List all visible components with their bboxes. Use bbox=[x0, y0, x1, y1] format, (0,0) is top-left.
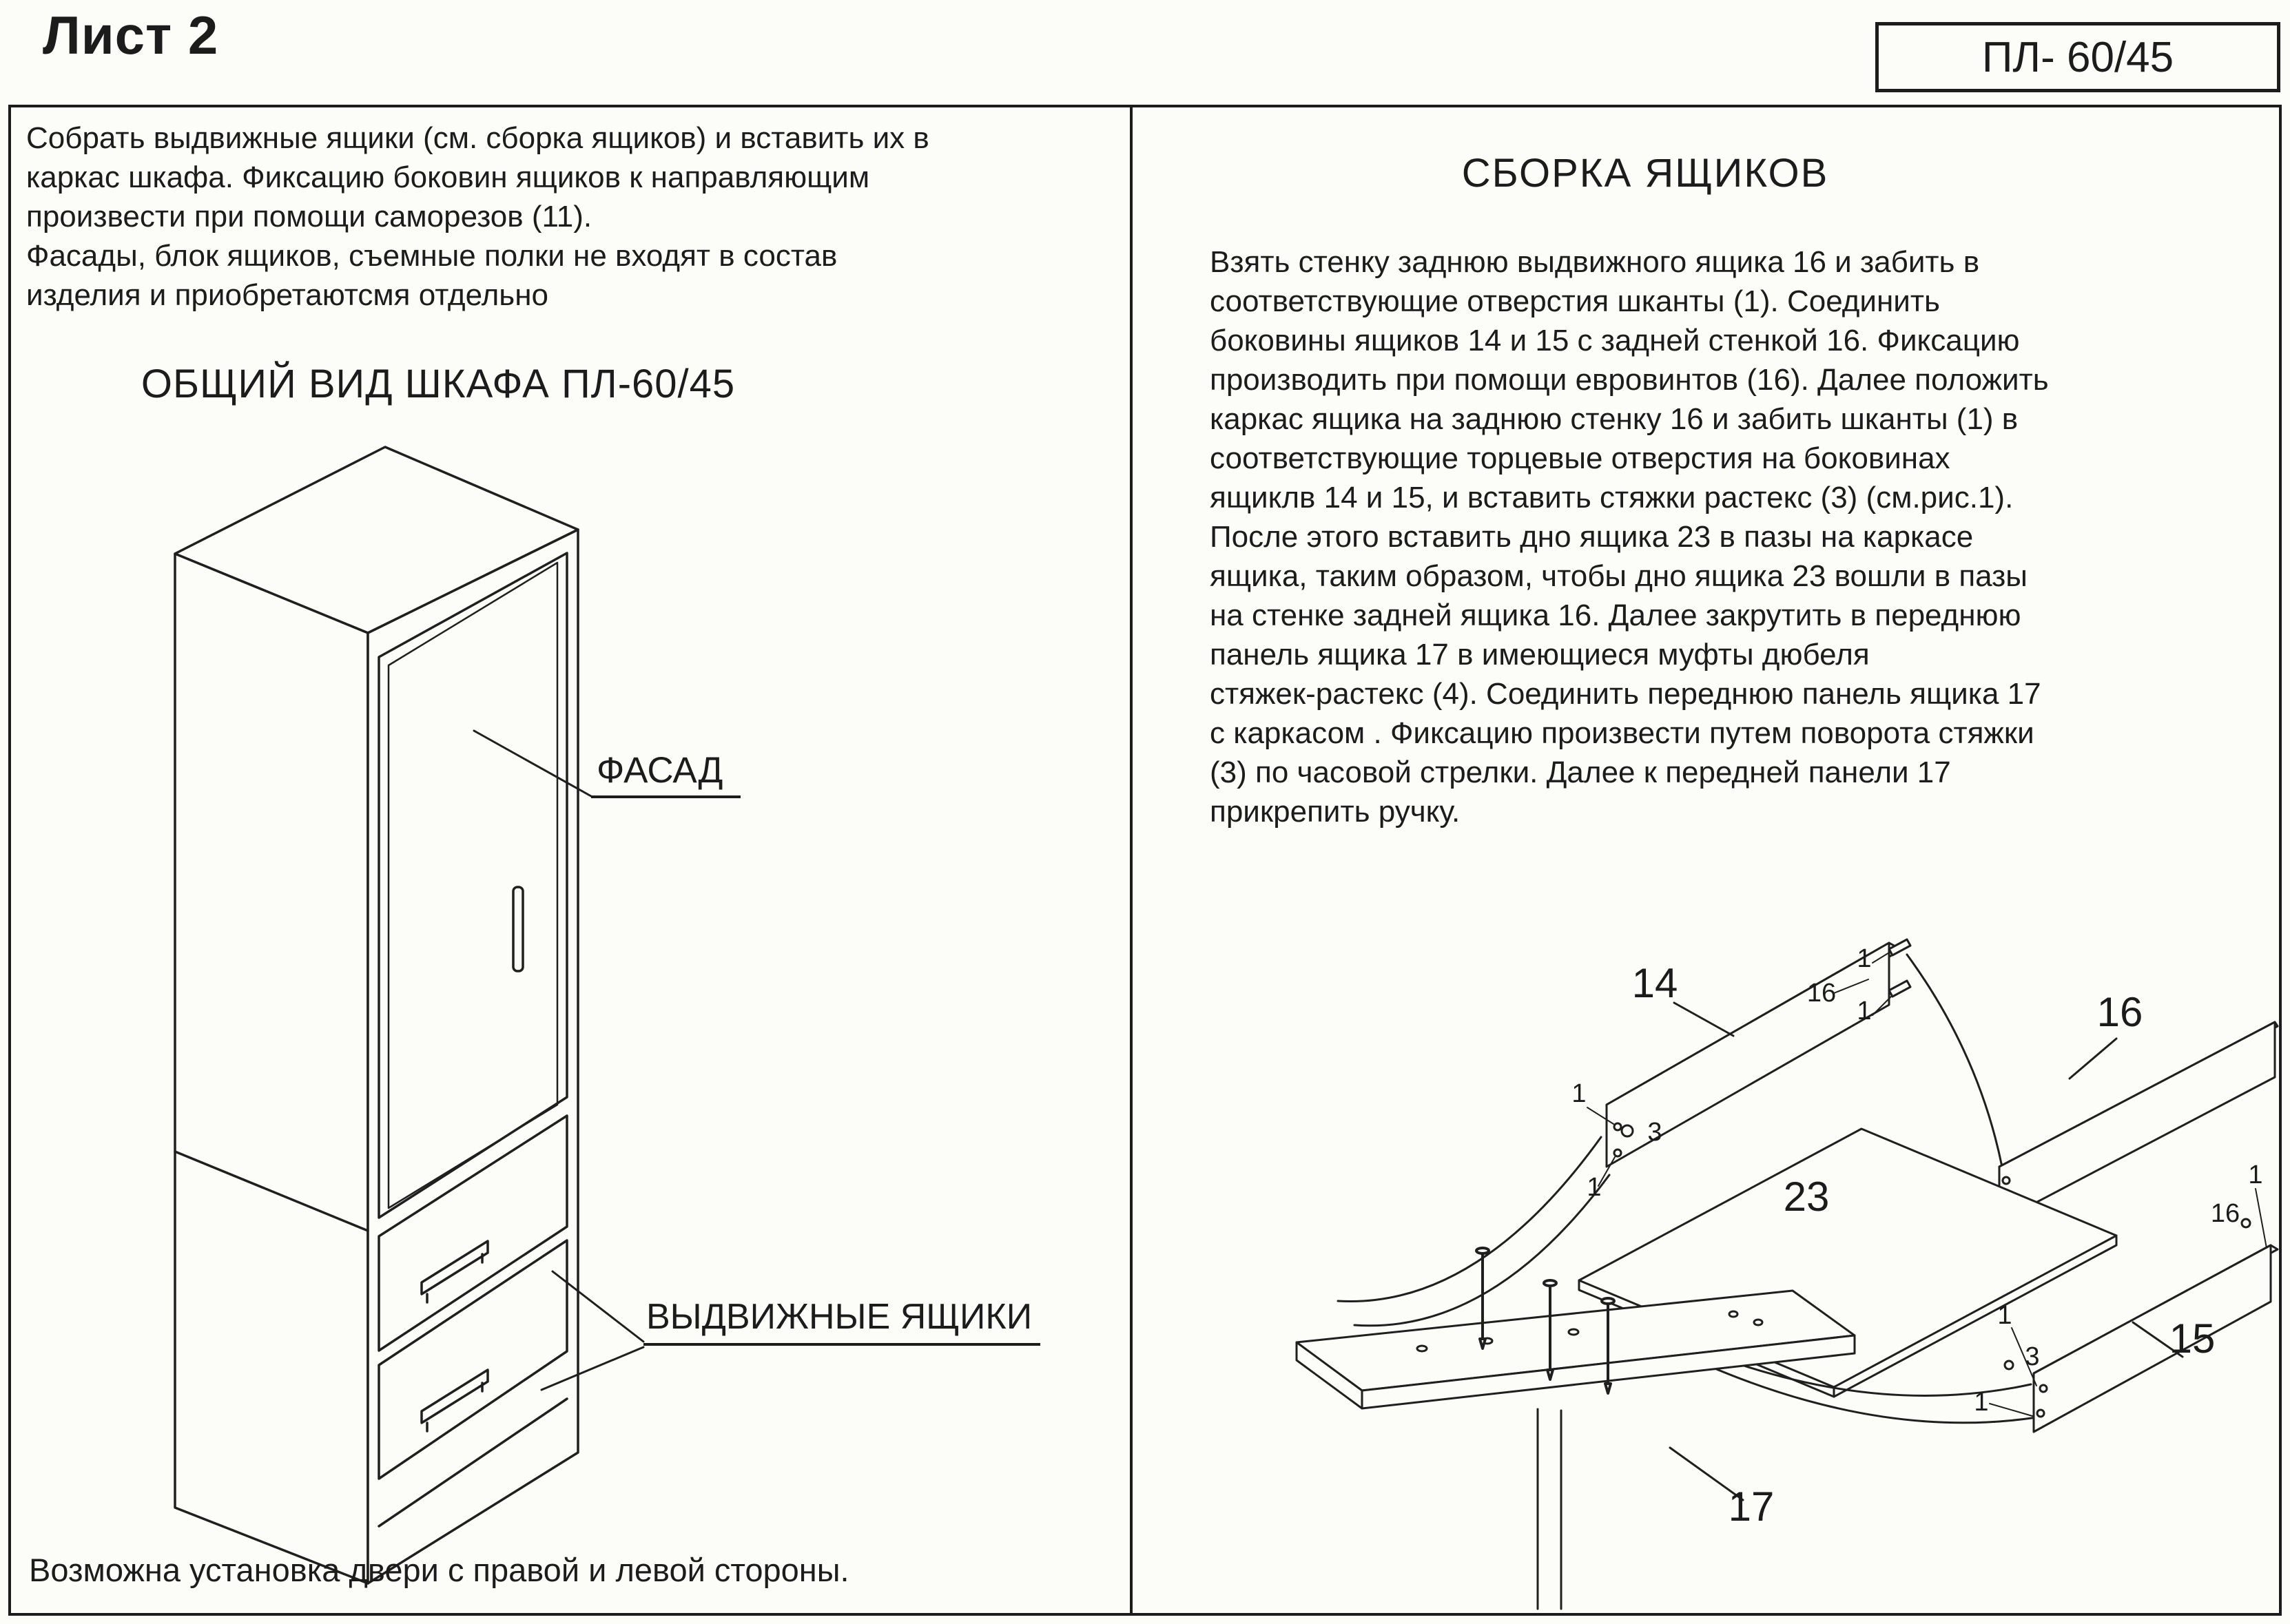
assembly-intro-text: Собрать выдвижные ящики (см. сборка ящик… bbox=[26, 121, 929, 312]
screws bbox=[1475, 1247, 1616, 1395]
marker-dowel: 1 bbox=[2248, 1160, 2262, 1189]
right-panel: СБОРКА ЯЩИКОВ Взять стенку заднюю выдвиж… bbox=[1130, 105, 2282, 1616]
marker-dowel: 1 bbox=[1857, 944, 1871, 973]
board-16-back-wall bbox=[1998, 1021, 2279, 1223]
wardrobe-drawing bbox=[174, 446, 645, 1585]
diagram-label-part17: 17 bbox=[1729, 1484, 1775, 1530]
drawers-leader-line-2 bbox=[540, 1346, 645, 1391]
base-line bbox=[378, 1397, 568, 1528]
wardrobe-side-face bbox=[174, 552, 369, 1585]
assembly-section-title: СБОРКА ЯЩИКОВ bbox=[1461, 151, 1829, 196]
diagram-label-part14: 14 bbox=[1632, 960, 1678, 1006]
drawer-assembly-diagram: 14 16 23 15 17 1 3 1 1 16 1 1 16 1 3 1 bbox=[1295, 938, 2279, 1610]
drawers-leader-line-1 bbox=[551, 1270, 645, 1343]
diagram-label-part15: 15 bbox=[2169, 1315, 2216, 1362]
board-14-side-panel bbox=[1605, 938, 1912, 1168]
model-code-box: ПЛ- 60/45 bbox=[1875, 22, 2280, 92]
marker-eurovint: 16 bbox=[1807, 979, 1836, 1008]
drawer-handle-1 bbox=[420, 1240, 489, 1304]
marker-rastex: 3 bbox=[1647, 1118, 1662, 1147]
side-division-line bbox=[174, 1150, 369, 1232]
facade-callout-label: ФАСАД bbox=[591, 749, 741, 798]
diagram-label-part16: 16 bbox=[2097, 989, 2143, 1035]
facade-leader-line bbox=[473, 729, 592, 798]
diagram-label-part23: 23 bbox=[1784, 1174, 1830, 1220]
marker-dowel: 1 bbox=[1997, 1301, 2012, 1330]
drawers-callout-label: ВЫДВИЖНЫЕ ЯЩИКИ bbox=[643, 1296, 1041, 1346]
left-panel: Собрать выдвижные ящики (см. сборка ящик… bbox=[8, 105, 1133, 1616]
marker-eurovint: 16 bbox=[2211, 1199, 2240, 1228]
door-outline bbox=[378, 552, 568, 1219]
door-inner-frame bbox=[387, 561, 559, 1209]
board-17-front-panel bbox=[1295, 1289, 1856, 1410]
model-code: ПЛ- 60/45 bbox=[1981, 33, 2174, 81]
drawer-front-1 bbox=[378, 1114, 568, 1352]
drawer-front-2 bbox=[378, 1239, 568, 1480]
sheet-number: Лист 2 bbox=[43, 5, 219, 65]
marker-dowel: 1 bbox=[1857, 997, 1871, 1026]
dowel-pin bbox=[1888, 979, 1912, 998]
marker-dowel: 1 bbox=[1571, 1079, 1586, 1108]
wardrobe-front-face bbox=[367, 528, 579, 1585]
drawing-title: ОБЩИЙ ВИД ШКАФА ПЛ-60/45 bbox=[141, 362, 736, 406]
marker-rastex: 3 bbox=[2025, 1342, 2039, 1371]
dowel-pin bbox=[1888, 938, 1912, 957]
assembly-instructions-text: Взять стенку заднюю выдвижного ящика 16 … bbox=[1210, 245, 2049, 829]
drawer-handle-2 bbox=[420, 1368, 489, 1433]
marker-dowel: 1 bbox=[1587, 1173, 1601, 1202]
leader-lines bbox=[1587, 951, 2267, 1501]
long-screw-rods bbox=[1536, 1408, 1562, 1610]
door-side-note: Возможна установка двери с правой и лево… bbox=[29, 1552, 849, 1588]
marker-dowel: 1 bbox=[1974, 1388, 1988, 1417]
door-handle bbox=[512, 886, 524, 972]
board-15-side-panel bbox=[2003, 1244, 2279, 1433]
